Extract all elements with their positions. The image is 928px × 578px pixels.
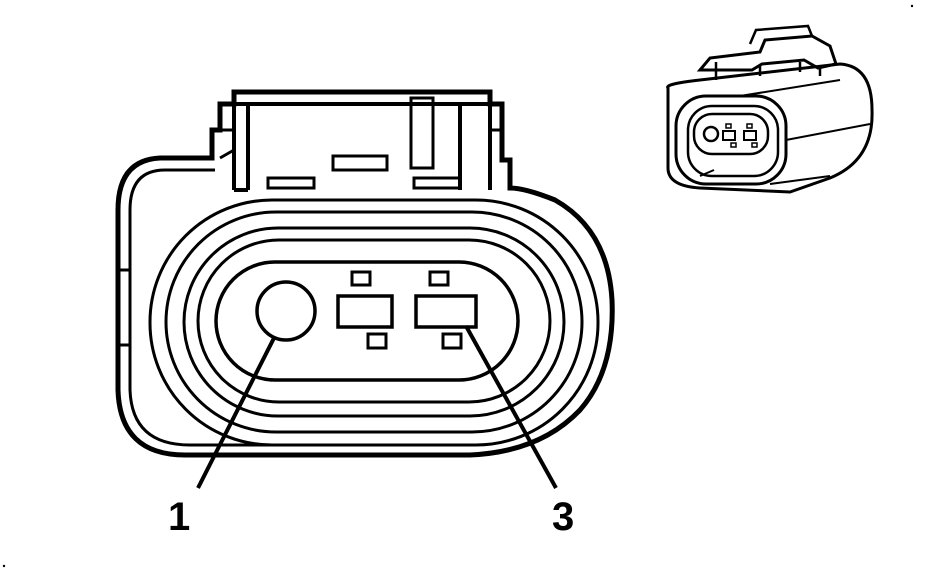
tab-slot-right	[412, 176, 462, 190]
tab-slot-left	[266, 176, 316, 190]
connector-housing-inner-edge	[128, 168, 470, 447]
iso-terminal-1	[702, 125, 720, 143]
connector-face-view	[115, 89, 615, 458]
connector-housing-outline	[115, 89, 615, 458]
scan-speck	[2, 564, 6, 568]
terminal-cavity-1	[255, 280, 317, 342]
iso-terminal-2	[722, 130, 736, 141]
seal-ring-outer	[148, 198, 600, 447]
iso-body-outline	[666, 62, 874, 194]
scan-speck	[910, 4, 914, 8]
callout-label-1: 1	[168, 495, 190, 539]
seal-rings	[148, 198, 600, 447]
terminal-latch-2-top	[350, 270, 372, 287]
seal-ring-inner	[214, 260, 520, 382]
iso-terminal-3	[743, 130, 757, 141]
terminal-cavity-3	[414, 294, 478, 329]
callout-group-3: 3	[464, 325, 574, 539]
locking-tab	[219, 96, 502, 192]
tab-slot-center	[331, 154, 389, 172]
terminal-latch-3-bottom	[441, 332, 463, 350]
callout-group-1: 1	[168, 337, 276, 539]
terminal-cavity-2	[336, 294, 394, 329]
seal-ring-2	[164, 210, 584, 434]
terminal-cavities	[255, 270, 478, 350]
iso-latch-housing	[696, 34, 838, 72]
terminal-latch-2-bottom	[366, 332, 388, 350]
tab-latch-bar	[409, 96, 435, 170]
callout-leader-1	[196, 337, 276, 489]
terminal-latch-3-top	[428, 270, 450, 287]
callout-label-3: 3	[552, 495, 574, 539]
seal-ring-4	[196, 238, 552, 404]
seal-ring-3	[182, 226, 566, 418]
connector-isometric-view	[666, 24, 874, 194]
housing-side-ticks	[118, 268, 130, 347]
callout-leader-3	[464, 325, 558, 489]
